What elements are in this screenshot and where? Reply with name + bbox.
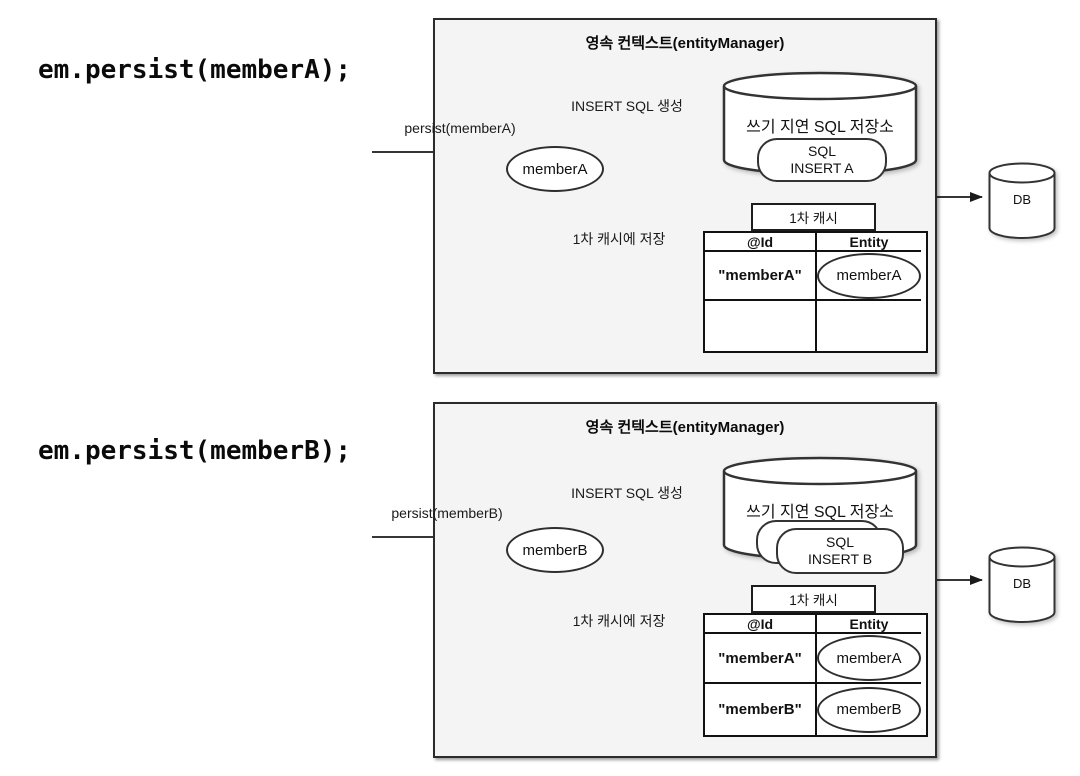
table-cell-id: "memberA" [705, 634, 815, 684]
code-statement-a: em.persist(memberA); [38, 55, 352, 85]
context-title-a: 영속 컨텍스트(entityManager) [585, 35, 785, 52]
db-label-a: DB [1012, 192, 1032, 207]
table-cell-id-empty [705, 301, 815, 351]
entity-ellipse-in-cache: memberB [817, 686, 921, 733]
entity-ellipse-in-cache: memberA [817, 252, 921, 299]
sql-store-title-b: 쓰기 지연 SQL 저장소 [746, 504, 894, 521]
sql-card-insert-a: SQL INSERT A [757, 138, 887, 182]
table-cell-entity: memberA [815, 634, 921, 684]
cylinder-shape [988, 162, 1056, 239]
insert-sql-label-a: INSERT SQL 생성 [571, 98, 683, 114]
table-header-id: @Id [705, 615, 815, 634]
sql-card-insert-b: SQL INSERT B [776, 528, 904, 574]
table-header-id: @Id [705, 233, 815, 252]
table-header-entity: Entity [815, 233, 921, 252]
entity-ellipse-member-b: memberB [506, 527, 604, 573]
first-cache-table-a: @Id Entity "memberA" memberA [703, 231, 928, 353]
sql-card-line1: SQL [807, 143, 836, 160]
persist-arrow-label-b: persist(memberB) [391, 505, 503, 521]
sql-card-line2: INSERT A [790, 160, 854, 176]
db-label-b: DB [1012, 576, 1032, 591]
persist-arrow-label-a: persist(memberA) [404, 120, 516, 136]
insert-sql-label-b: INSERT SQL 생성 [571, 485, 683, 501]
first-cache-save-label-b: 1차 캐시에 저장 [572, 613, 666, 629]
context-title-b: 영속 컨텍스트(entityManager) [585, 419, 785, 436]
first-cache-tab-a: 1차 캐시 [751, 203, 876, 231]
entity-ellipse-member-a: memberA [506, 146, 604, 192]
table-cell-id: "memberA" [705, 252, 815, 301]
table-header-entity: Entity [815, 615, 921, 634]
first-cache-save-label-a: 1차 캐시에 저장 [572, 231, 666, 247]
table-cell-entity: memberB [815, 684, 921, 735]
cylinder-shape [988, 546, 1056, 623]
db-cylinder-b [988, 546, 1056, 629]
table-cell-entity: memberA [815, 252, 921, 301]
entity-ellipse-in-cache: memberA [817, 635, 921, 681]
sql-card-line1: SQL [825, 534, 854, 551]
sql-store-title-a: 쓰기 지연 SQL 저장소 [746, 119, 894, 136]
first-cache-tab-b: 1차 캐시 [751, 585, 876, 613]
table-cell-entity-empty [815, 301, 921, 351]
db-cylinder-a [988, 162, 1056, 245]
sql-card-line2: INSERT B [807, 551, 873, 567]
table-cell-id: "memberB" [718, 701, 802, 718]
code-statement-b: em.persist(memberB); [38, 436, 352, 466]
first-cache-table-b: @Id Entity "memberA" memberA "memberB" m… [703, 613, 928, 737]
